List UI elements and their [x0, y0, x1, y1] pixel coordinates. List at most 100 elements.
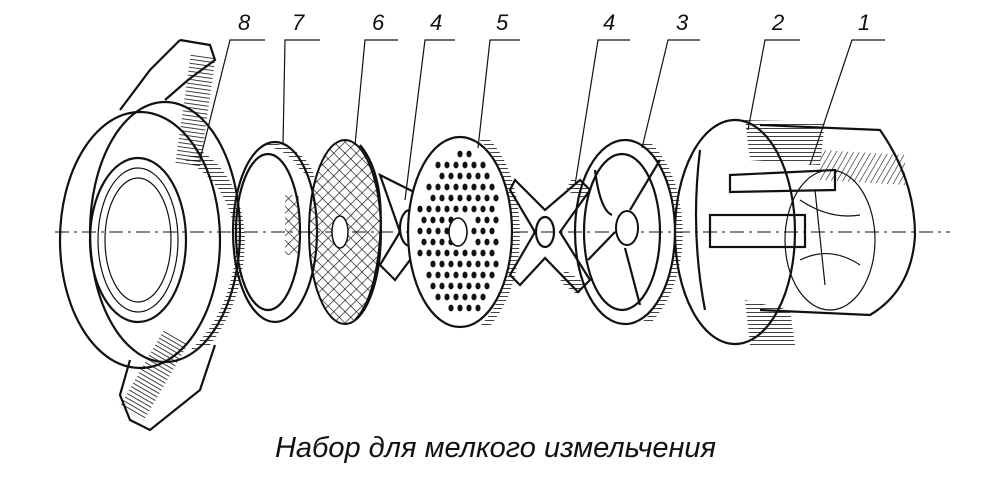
plate-hole [421, 216, 427, 224]
plate-hole [480, 161, 486, 169]
part-5-perforated-plate [406, 135, 520, 329]
plate-hole [475, 282, 481, 290]
plate-hole [417, 227, 423, 235]
plate-hole [484, 194, 490, 202]
plate-hole [489, 271, 495, 279]
plate-hole [484, 172, 490, 180]
label-4-left: 4 [430, 10, 442, 35]
plate-hole [466, 304, 472, 312]
plate-hole [475, 172, 481, 180]
plate-hole [448, 172, 454, 180]
plate-hole [453, 161, 459, 169]
plate-hole [430, 282, 436, 290]
plate-hole [426, 205, 432, 213]
label-leaders [199, 39, 885, 201]
plate-hole [457, 282, 463, 290]
plate-hole [426, 271, 432, 279]
plate-hole [426, 227, 432, 235]
label-7: 7 [292, 10, 305, 35]
plate-hole [471, 161, 477, 169]
plate-hole [462, 249, 468, 257]
plate-hole [480, 205, 486, 213]
plate-hole [480, 293, 486, 301]
plate-hole [466, 282, 472, 290]
plate-hole [439, 238, 445, 246]
plate-hole [471, 205, 477, 213]
plate-hole [480, 249, 486, 257]
plate-hole [493, 238, 499, 246]
label-8: 8 [238, 10, 251, 35]
plate-hole [489, 205, 495, 213]
plate-hole [444, 293, 450, 301]
plate-hole [430, 216, 436, 224]
plate-hole [453, 249, 459, 257]
plate-hole [457, 194, 463, 202]
part-4-knife-right [508, 178, 592, 295]
plate-holes [417, 150, 499, 312]
plate-hole [493, 216, 499, 224]
label-3: 3 [676, 10, 689, 35]
label-4-right: 4 [603, 10, 615, 35]
plate-hole [439, 216, 445, 224]
plate-hole [457, 150, 463, 158]
plate-hole [484, 238, 490, 246]
plate-hole [457, 304, 463, 312]
plate-hole [448, 282, 454, 290]
plate-hole [462, 161, 468, 169]
part-1-auger [708, 123, 917, 317]
plate-hole [430, 238, 436, 246]
plate-hole [430, 260, 436, 268]
plate-hole [471, 271, 477, 279]
plate-hole [475, 260, 481, 268]
label-6: 6 [372, 10, 385, 35]
plate-hole [444, 183, 450, 191]
plate-hole [489, 227, 495, 235]
plate-hole [480, 183, 486, 191]
plate-hole [453, 271, 459, 279]
plate-hole [475, 216, 481, 224]
plate-hole [489, 249, 495, 257]
plate-hole [484, 260, 490, 268]
plate-hole [417, 249, 423, 257]
plate-hole [475, 304, 481, 312]
label-2: 2 [771, 10, 784, 35]
plate-hole [435, 293, 441, 301]
plate-hole [493, 194, 499, 202]
plate-hole [435, 161, 441, 169]
plate-hole [462, 183, 468, 191]
plate-hole [462, 293, 468, 301]
plate-hole [471, 227, 477, 235]
plate-hole [453, 293, 459, 301]
plate-hole [421, 238, 427, 246]
plate-hole [462, 205, 468, 213]
plate-hole [426, 249, 432, 257]
plate-hole [417, 205, 423, 213]
plate-hole [484, 282, 490, 290]
plate-hole [439, 172, 445, 180]
plate-hole [457, 172, 463, 180]
plate-hole [453, 205, 459, 213]
plate-hole [475, 194, 481, 202]
label-1: 1 [858, 10, 870, 35]
plate-hole [471, 293, 477, 301]
plate-hole [444, 161, 450, 169]
plate-hole [435, 271, 441, 279]
plate-hole [444, 205, 450, 213]
plate-hole [426, 183, 432, 191]
plate-hole [453, 183, 459, 191]
plate-hole [448, 260, 454, 268]
plate-hole [439, 282, 445, 290]
diagram-caption: Набор для мелкого измельчения [274, 432, 717, 464]
plate-hole [439, 194, 445, 202]
plate-hole [444, 271, 450, 279]
plate-hole [466, 260, 472, 268]
plate-hole [475, 238, 481, 246]
part-3-spoked-plate [573, 138, 683, 326]
plate-hole [480, 271, 486, 279]
plate-hole [430, 194, 436, 202]
plate-hole [435, 227, 441, 235]
plate-hole [435, 249, 441, 257]
plate-hole [462, 271, 468, 279]
plate-hole [457, 260, 463, 268]
